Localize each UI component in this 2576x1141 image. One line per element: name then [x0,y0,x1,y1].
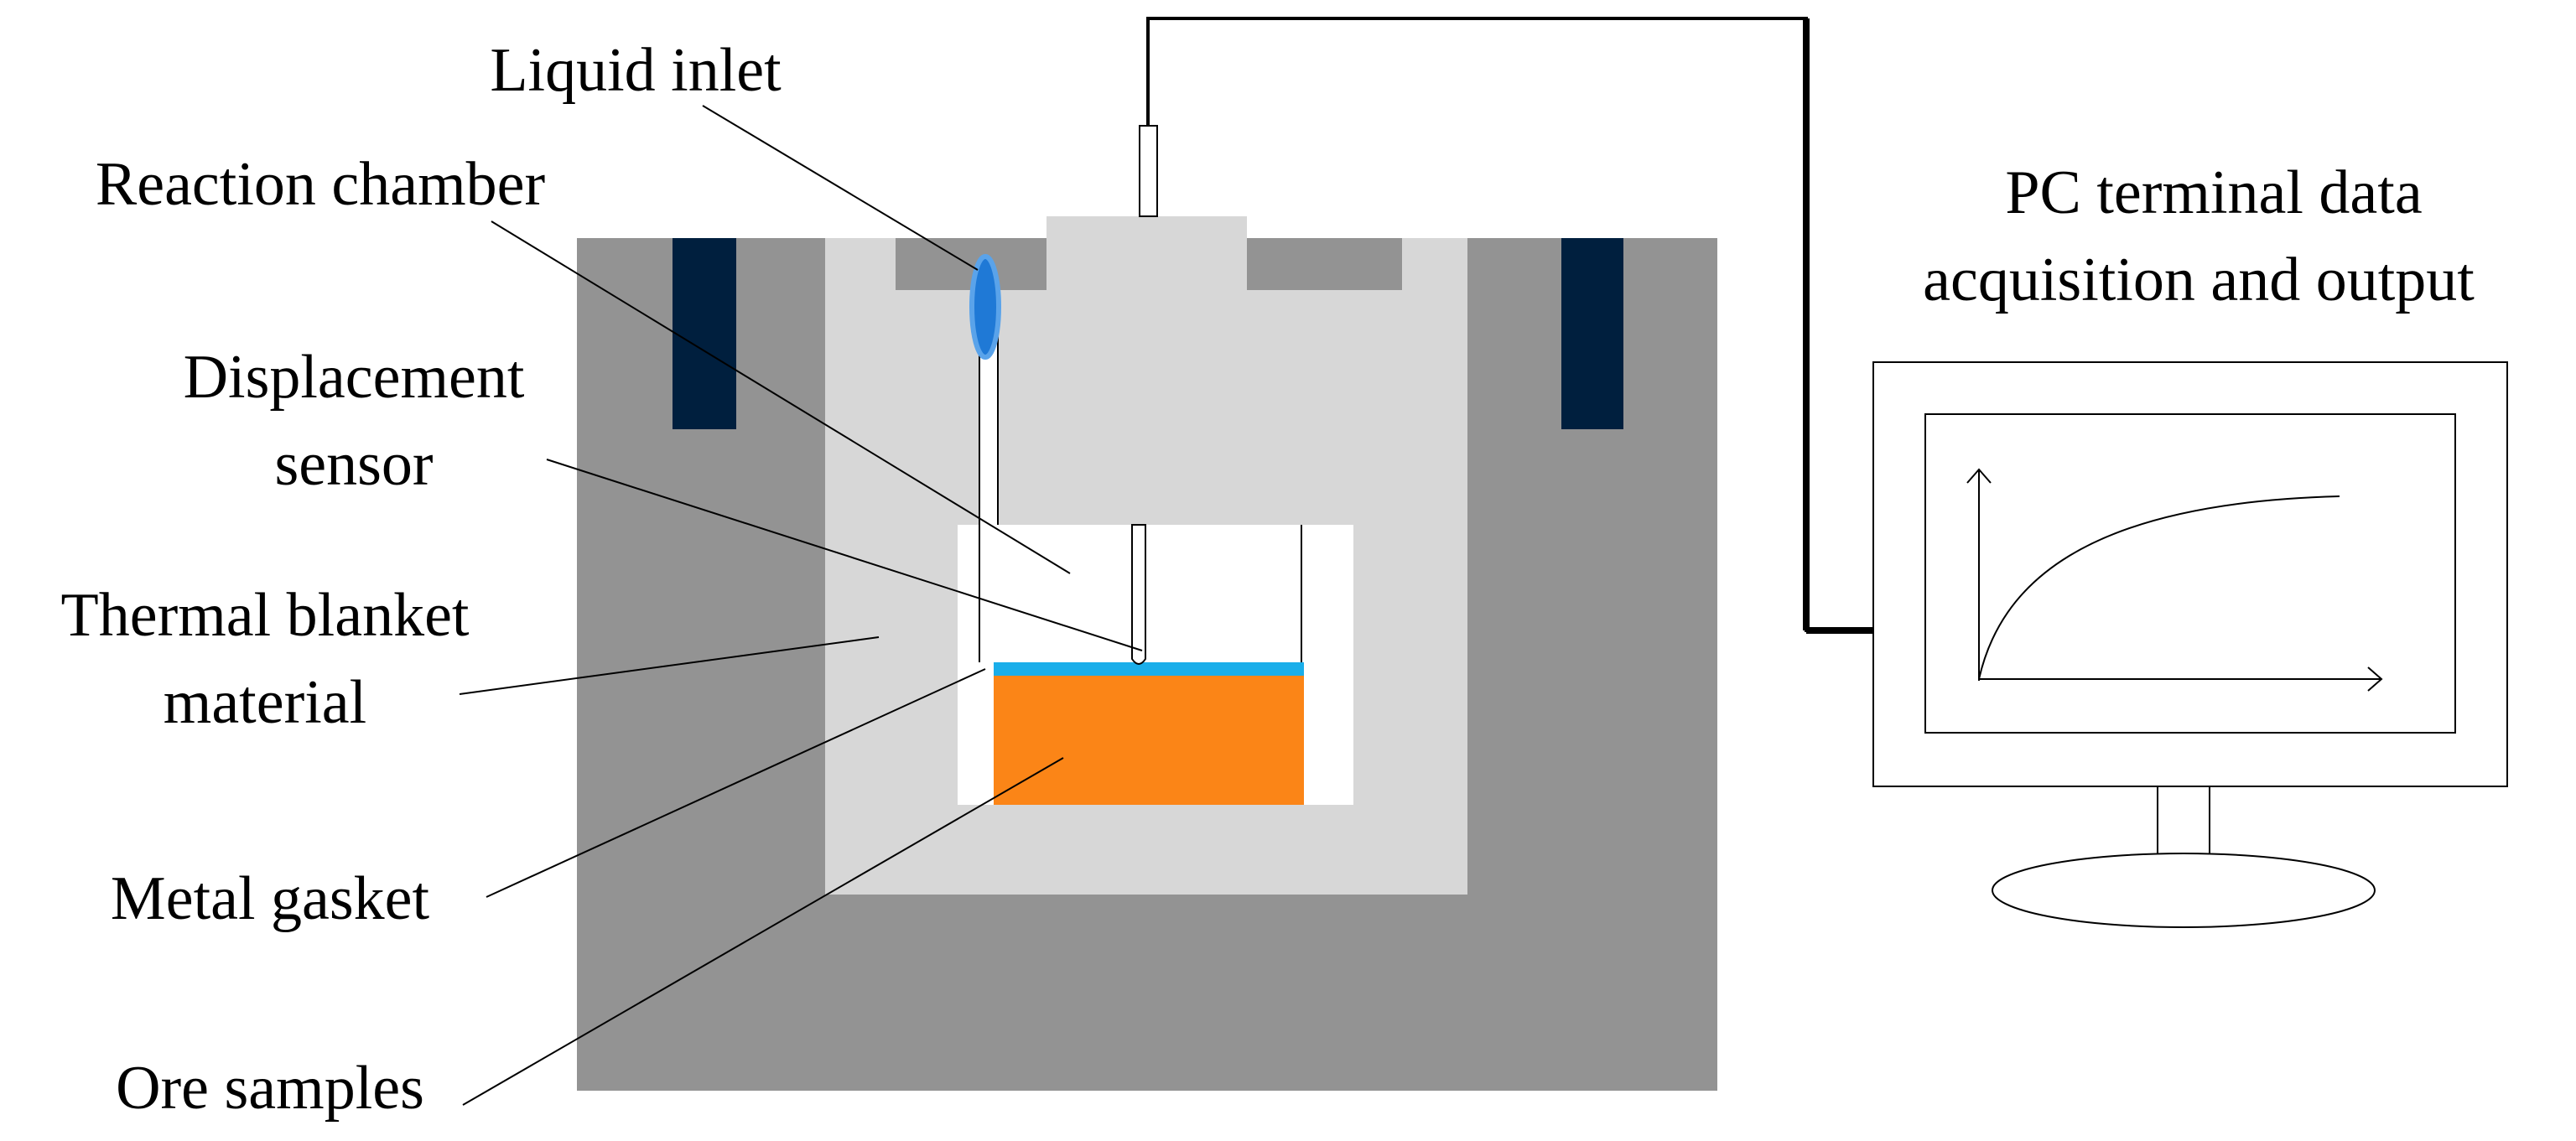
plot-curve [1978,495,2340,680]
reaction-chamber-label: Reaction chamber [96,150,545,219]
liquid-inlet-label: Liquid inlet [490,36,782,105]
liquid-inlet [969,254,1001,360]
pc-terminal-label-2: acquisition and output [1923,246,2475,314]
ore-samples-label: Ore samples [116,1054,424,1123]
pc-monitor [1872,361,2508,928]
metal-gasket [994,662,1304,676]
displacement-sensor-label: Displacement [184,343,525,412]
ore-samples [994,676,1304,805]
liquid-inlet-channel [979,309,998,525]
plot-y-arrow [1966,468,1992,484]
pc-terminal-label: PC terminal data [2005,158,2422,227]
metal-gasket-label: Metal gasket [111,864,430,933]
thermal-blanket-label-2: material [164,668,366,737]
leader-lines [459,105,1143,1106]
bolt-left [673,238,736,429]
bolt-right [1561,238,1623,429]
displacement-sensor-probe [1131,524,1146,665]
thermal-blanket-label: Thermal blanket [61,581,470,650]
sensor-rod [1139,125,1158,217]
monitor-plot [1966,468,2383,692]
displacement-sensor-label-2: sensor [274,430,433,499]
plot-x-arrow [2367,666,2383,692]
